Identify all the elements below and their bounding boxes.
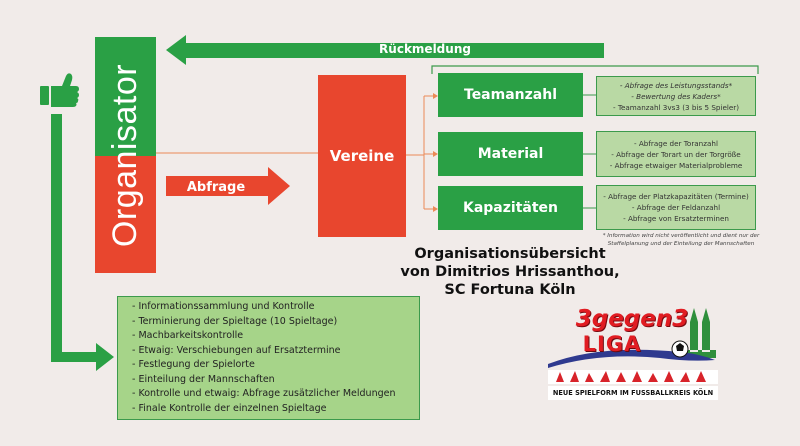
list-item: - Terminierung der Spieltage (10 Spielta… bbox=[132, 315, 338, 327]
category-material: Material bbox=[438, 132, 583, 176]
organisator-label: Organisator bbox=[106, 63, 145, 247]
detail-item: - Abfrage von Ersatzterminen bbox=[623, 214, 729, 223]
vereine-branch-lines bbox=[406, 95, 436, 210]
organisator-block: Organisator bbox=[95, 37, 156, 273]
detail-item: - Abfrage der Torart un der Torgröße bbox=[611, 149, 741, 159]
footnote: * Information wird nicht veröffentlicht … bbox=[602, 233, 760, 247]
details-kapazitaeten: - Abfrage der Platzkapazitäten (Termine)… bbox=[596, 185, 756, 230]
title-line-1: Organisationsübersicht bbox=[414, 246, 606, 262]
list-item: - Finale Kontrolle der einzelnen Spielta… bbox=[132, 402, 327, 414]
title-line-2: von Dimitrios Hrissanthou, bbox=[400, 264, 620, 280]
branch-arrowhead-2 bbox=[433, 151, 438, 157]
logo-players-silhouettes bbox=[556, 371, 706, 382]
detail-item: - Abfrage des Leistungsstands* bbox=[619, 80, 733, 90]
branch-arrowhead-3 bbox=[433, 206, 438, 212]
vereine-label: Vereine bbox=[329, 147, 395, 165]
detail-item: - Abfrage etwaiger Materialprobleme bbox=[609, 160, 743, 170]
organisator-block-bottom bbox=[95, 156, 156, 273]
thumbs-up-icon bbox=[40, 73, 79, 107]
details-teamanzahl: - Abfrage des Leistungsstands* - Bewertu… bbox=[596, 76, 756, 116]
logo-liga: LIGA bbox=[582, 332, 642, 356]
request-arrow-label: Abfrage bbox=[186, 179, 246, 195]
list-item: - Etwaig: Verschiebungen auf Ersatztermi… bbox=[132, 344, 341, 356]
detail-item: - Abfrage der Feldanzahl bbox=[631, 203, 721, 212]
detail-item: - Bewertung des Kaders* bbox=[631, 91, 721, 101]
category-label: Teamanzahl bbox=[464, 87, 557, 103]
list-item: - Kontrolle und etwaig: Abfrage zusätzli… bbox=[132, 388, 396, 399]
feedback-arrow-label: Rückmeldung bbox=[379, 42, 471, 56]
detail-item: - Abfrage der Platzkapazitäten (Termine) bbox=[603, 192, 749, 201]
category-label: Kapazitäten bbox=[462, 200, 558, 216]
logo-caption: NEUE SPIELFORM IM FUSSBALLKREIS KÖLN bbox=[548, 386, 718, 400]
list-item: - Festlegung der Spielorte bbox=[132, 359, 255, 370]
details-material: - Abfrage der Toranzahl - Abfrage der To… bbox=[596, 131, 756, 177]
logo-swoosh bbox=[548, 349, 715, 368]
category-kapazitaeten: Kapazitäten bbox=[438, 186, 583, 230]
category-label: Material bbox=[477, 146, 544, 162]
logo-wordmark: 3gegen3 bbox=[575, 306, 689, 332]
organisator-block-top bbox=[95, 37, 156, 156]
request-arrow bbox=[166, 167, 290, 205]
categories-bracket bbox=[431, 65, 759, 74]
title-line-3: SC Fortuna Köln bbox=[444, 282, 576, 298]
detail-item: - Abfrage der Toranzahl bbox=[634, 138, 718, 148]
logo-graphic bbox=[548, 308, 718, 384]
page-title: Organisationsübersicht von Dimitrios Hri… bbox=[400, 245, 620, 299]
list-item: - Einteilung der Mannschaften bbox=[132, 373, 275, 385]
branch-arrowhead-1 bbox=[433, 93, 438, 99]
left-return-arrow bbox=[51, 114, 114, 371]
category-teamanzahl: Teamanzahl bbox=[438, 73, 583, 117]
feedback-arrow bbox=[166, 35, 604, 65]
list-item: - Machbarkeitskontrolle bbox=[132, 330, 244, 341]
detail-item: - Teamanzahl 3vs3 (3 bis 5 Spieler) bbox=[612, 102, 740, 112]
list-item: - Informationssammlung und Kontrolle bbox=[132, 301, 315, 312]
logo-cathedral-icon bbox=[686, 308, 716, 358]
task-list: - Informationssammlung und Kontrolle - T… bbox=[117, 296, 420, 420]
vereine-block: Vereine bbox=[318, 75, 406, 237]
